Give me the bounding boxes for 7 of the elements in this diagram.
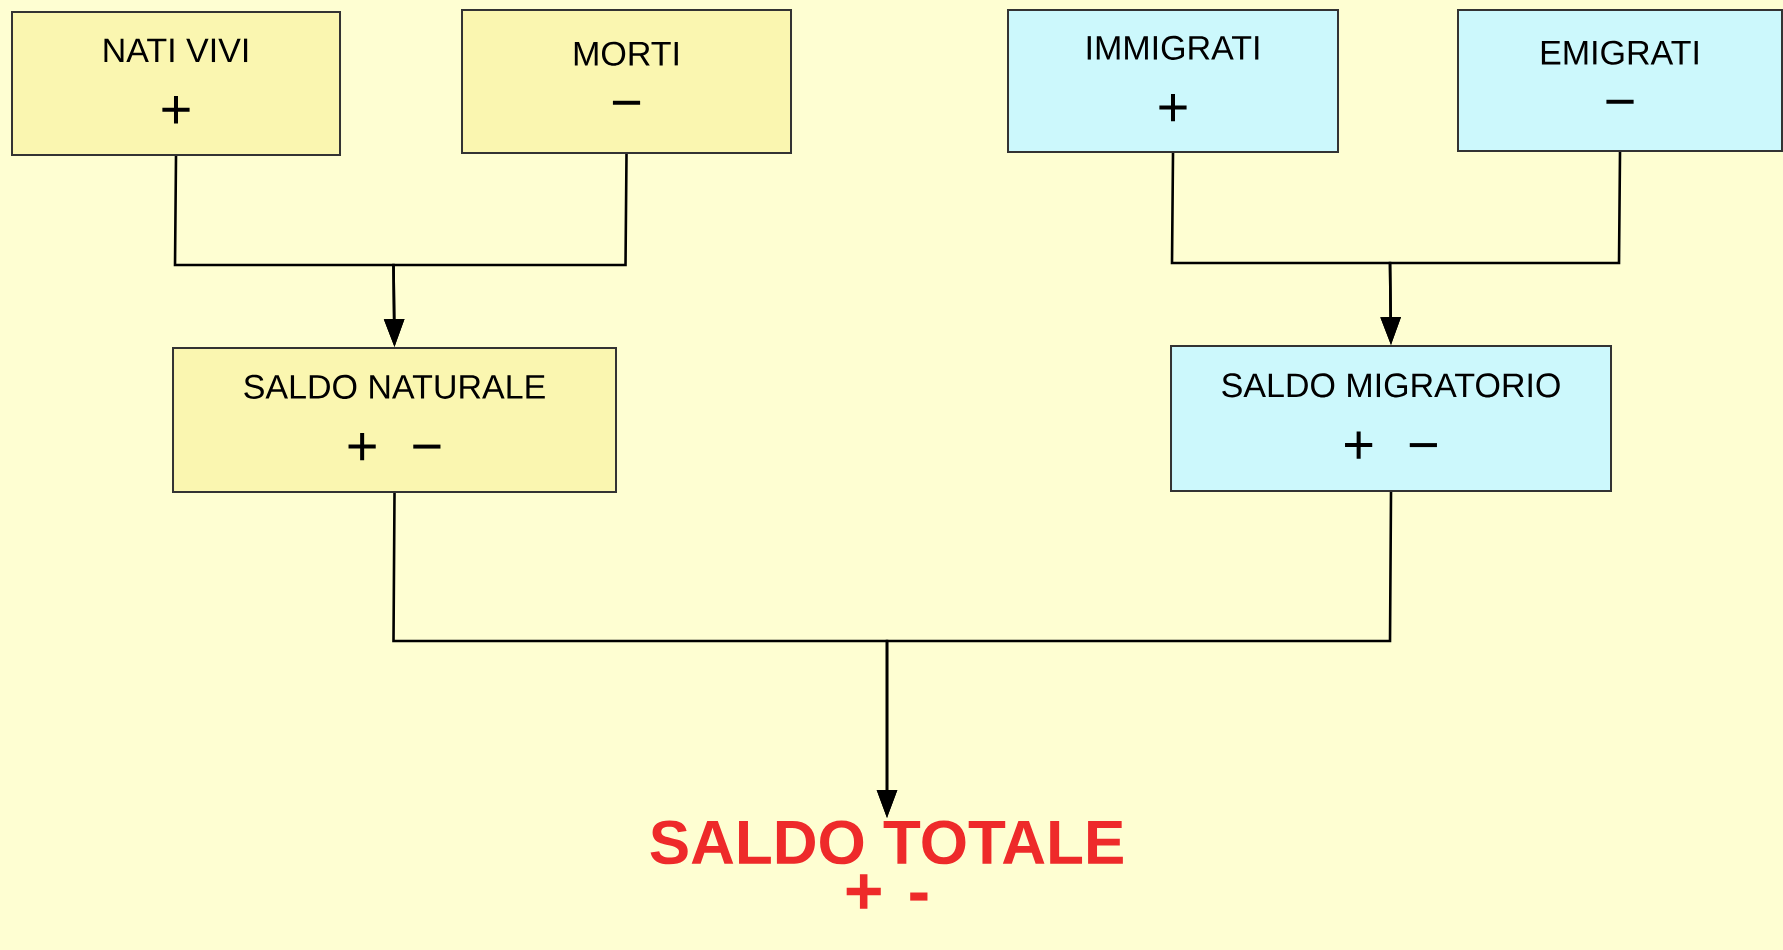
process-box: SALDO MIGRATORIO + − [1170, 345, 1612, 492]
process-box: NATI VIVI + [11, 11, 341, 156]
process-box: IMMIGRATI + [1007, 9, 1339, 153]
process-box: EMIGRATI − [1457, 9, 1783, 152]
process-box: MORTI − [461, 9, 792, 154]
result-text: SALDO TOTALE + - [650, 820, 1123, 909]
process-box: SALDO NATURALE + − [172, 347, 617, 493]
